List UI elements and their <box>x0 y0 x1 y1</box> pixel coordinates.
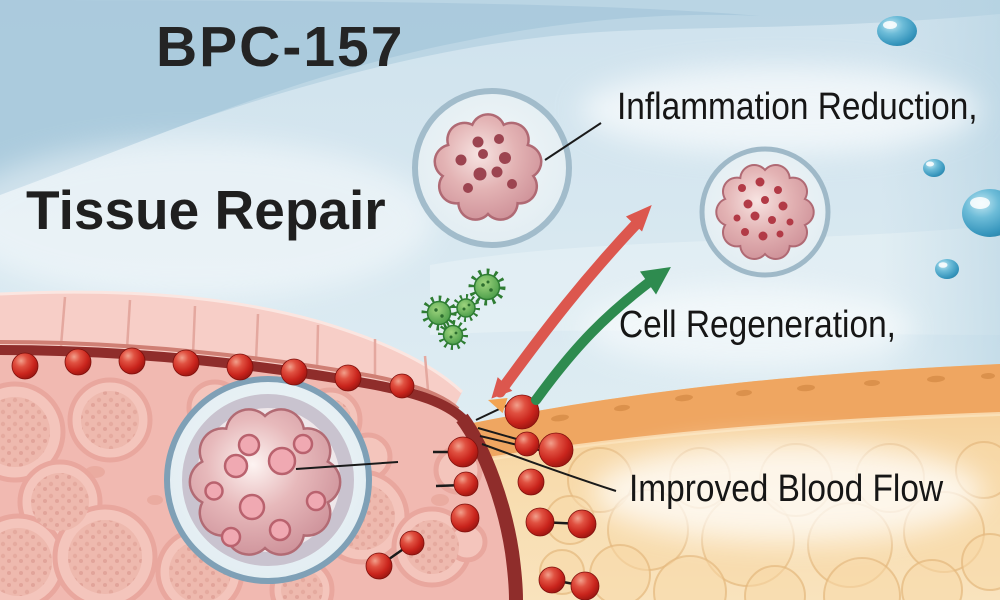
droplet-highlight <box>926 161 934 167</box>
skin-band <box>430 364 1000 462</box>
red-blood-cell <box>525 507 555 537</box>
orange-chevron-icon <box>488 397 508 414</box>
epithelium-dividers <box>59 296 430 391</box>
heading-tissue-repair: Tissue Repair <box>26 179 386 241</box>
virus-icon <box>438 320 468 350</box>
heading-glow <box>0 140 435 300</box>
droplet-highlight <box>883 21 897 29</box>
red-blood-cell <box>280 358 308 386</box>
leader-line-tissue-cell <box>295 461 399 470</box>
cell-body <box>433 113 543 221</box>
cell-dots <box>733 177 794 241</box>
red-blood-cell <box>450 503 480 533</box>
virus-icon <box>452 294 480 322</box>
tissue-cell-magnified <box>164 376 399 584</box>
red-blood-cell <box>172 349 200 377</box>
sky-top-wave <box>0 0 1000 195</box>
droplet-highlight <box>970 197 990 209</box>
leader-line-inflammation <box>544 122 602 161</box>
virus-icon <box>468 268 506 306</box>
epithelium-band <box>0 292 462 412</box>
annotation-cell-regeneration: Cell Regeneration, <box>619 304 896 346</box>
green-arrow-head-icon <box>639 266 671 295</box>
droplet-icon <box>923 159 945 177</box>
annotation-improved-blood-flow: Improved Blood Flow <box>629 468 944 510</box>
page-title: BPC-157 <box>156 15 405 79</box>
red-blood-cell <box>334 364 362 392</box>
cell-body <box>715 163 815 261</box>
arrows <box>488 204 671 414</box>
red-blood-cell-group <box>11 347 600 600</box>
red-arrow-tail-head-icon <box>491 377 513 399</box>
cell-in-membrane-top <box>412 88 602 248</box>
red-blood-cell <box>399 530 425 556</box>
red-blood-cell <box>538 432 574 468</box>
skin-fat-layer <box>430 364 1000 600</box>
droplet-highlight <box>938 262 948 268</box>
red-blood-cell <box>118 347 146 375</box>
red-blood-cell <box>389 373 415 399</box>
red-arrow-head-icon <box>625 204 652 232</box>
red-blood-cell <box>11 352 39 380</box>
red-blood-cell <box>453 471 479 497</box>
virus-particles <box>421 268 506 350</box>
red-blood-cell <box>226 353 254 381</box>
regeneration-glow <box>583 288 913 368</box>
annotation-inflammation-reduction: Inflammation Reduction, <box>617 86 978 128</box>
cell-nucleoli <box>455 134 517 193</box>
red-blood-cell <box>64 348 92 376</box>
red-blood-cell <box>570 571 600 600</box>
cell-organelles <box>204 433 327 548</box>
inflammation-glow <box>580 66 980 154</box>
virus-icon <box>421 295 457 331</box>
red-blood-cell <box>447 436 479 468</box>
green-arrow-shaft <box>531 275 657 405</box>
leader-line-blood-flow <box>481 443 617 492</box>
red-blood-cell <box>538 566 566 594</box>
red-blood-cell <box>514 431 540 457</box>
droplet-icon <box>935 259 959 279</box>
skin-band-specks <box>551 372 995 422</box>
red-blood-cell <box>517 468 545 496</box>
water-droplets <box>877 16 1000 279</box>
epithelium-top-edge <box>0 290 464 394</box>
red-blood-cell <box>504 394 540 430</box>
red-blood-cell <box>365 552 393 580</box>
cell-in-membrane-right <box>699 146 831 278</box>
red-arrow-shaft <box>494 214 646 398</box>
bloodflow-glow <box>593 442 983 542</box>
red-blood-cell <box>567 509 597 539</box>
tissue-border-thick <box>456 413 523 600</box>
blood-cells <box>11 347 617 600</box>
tissue-border-inner-line <box>0 340 460 411</box>
droplet-icon <box>877 16 917 46</box>
